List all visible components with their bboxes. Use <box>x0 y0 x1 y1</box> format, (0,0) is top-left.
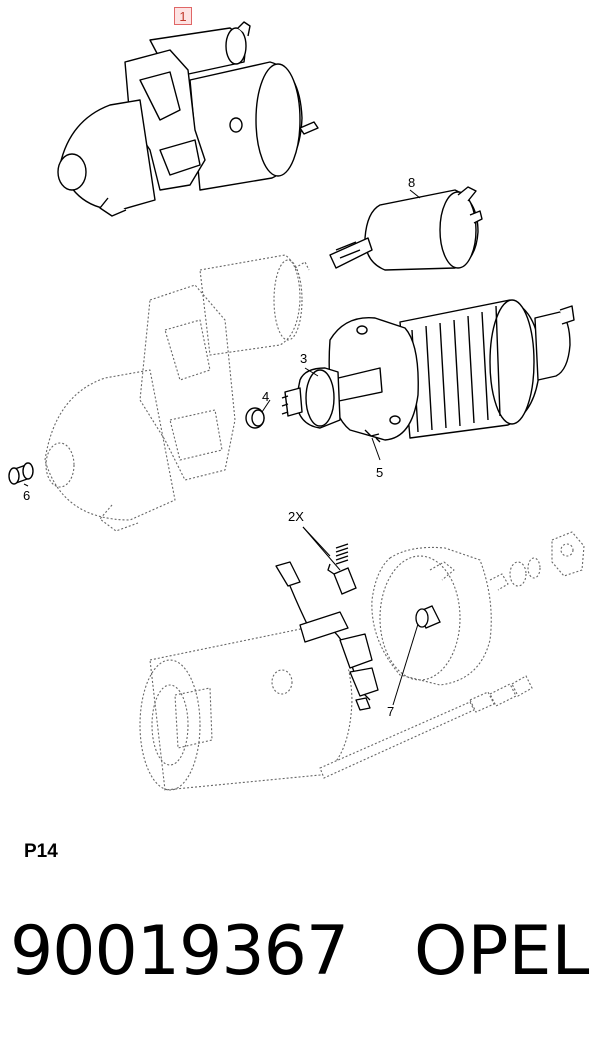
armature-assembly <box>245 299 575 443</box>
callout-2x: 2X <box>288 509 304 524</box>
end-cover-ghost-outline <box>371 531 585 686</box>
callout-4: 4 <box>262 389 270 404</box>
brand-name: OPEL <box>414 912 590 991</box>
part-6-bushing <box>8 462 34 485</box>
starter-motor-exploded-diagram <box>8 21 585 791</box>
callout-3: 3 <box>300 351 308 366</box>
callout-5: 5 <box>376 465 384 480</box>
page-code: P14 <box>24 841 58 862</box>
callout-6: 6 <box>23 488 31 503</box>
through-bolt <box>319 675 533 779</box>
field-yoke-ghost-outline <box>139 624 353 791</box>
callout-7: 7 <box>387 704 395 719</box>
part-1-starter-motor-assembly <box>57 21 319 217</box>
part-8-solenoid <box>329 186 483 271</box>
leader-lines <box>23 189 421 706</box>
part-number: 90019367 <box>10 912 349 991</box>
starter-housing-ghost-outline <box>44 254 310 532</box>
brush-holder <box>275 561 379 711</box>
part-7-bush <box>415 605 441 629</box>
callout-1-highlight: 1 <box>174 7 192 25</box>
callout-8: 8 <box>408 175 416 190</box>
brushes-and-springs <box>327 543 357 595</box>
